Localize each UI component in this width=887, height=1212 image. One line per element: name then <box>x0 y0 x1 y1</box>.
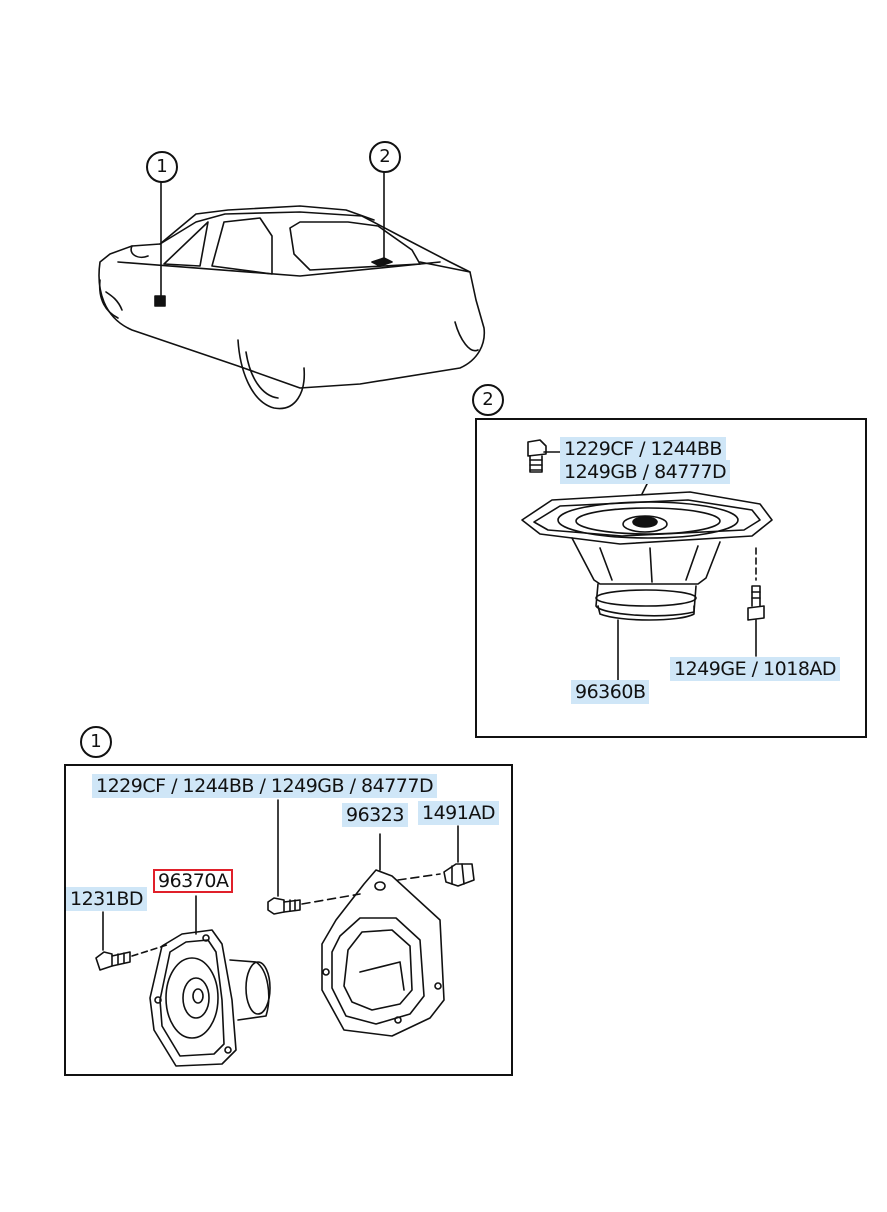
panel1-drawing <box>95 799 475 1067</box>
panel2-drawing <box>521 439 773 681</box>
panel-2-frame <box>475 418 867 738</box>
part-label-rear-speaker[interactable]: 96360B <box>571 680 650 704</box>
part-label-front-speaker-selected[interactable]: 96370A <box>153 869 234 893</box>
callout-1-car[interactable]: 1 <box>146 151 178 183</box>
part-label-bolt-set-front[interactable]: 1229CF / 1244BB / 1249GB / 84777D <box>92 774 438 798</box>
part-label-front-screw[interactable]: 1231BD <box>66 887 148 911</box>
part-label-bracket[interactable]: 96323 <box>342 803 408 827</box>
part-label-bolt-set-rear-line2[interactable]: 1249GB / 84777D <box>560 460 731 484</box>
callout-2-car[interactable]: 2 <box>369 141 401 173</box>
panel-1-frame <box>64 764 513 1076</box>
callout-2-panel-header: 2 <box>472 384 504 416</box>
callout-1-panel-header: 1 <box>80 726 112 758</box>
part-label-bolt-set-rear-line1[interactable]: 1229CF / 1244BB <box>560 437 726 461</box>
car-illustration <box>98 171 486 410</box>
part-label-clip[interactable]: 1491AD <box>418 801 499 825</box>
part-label-rear-screw[interactable]: 1249GE / 1018AD <box>670 657 841 681</box>
